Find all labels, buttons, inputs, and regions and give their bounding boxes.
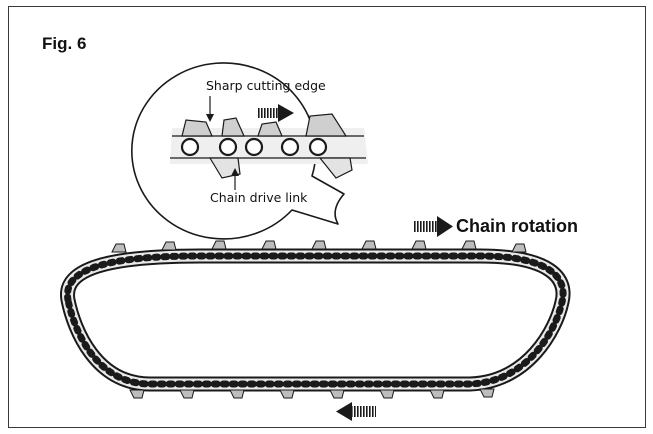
striped-arrow-icon [413,216,453,237]
striped-arrow-icon [258,104,294,122]
drive-link-label: Chain drive link [210,190,308,205]
saw-chain-loop [60,240,571,399]
figure-title: Fig. 6 [42,34,87,53]
cutting-edge-label: Sharp cutting edge [206,78,326,93]
chain-closeup [170,96,368,190]
chain-rotation-label: Chain rotation [456,216,578,236]
striped-arrow-icon [336,402,376,421]
